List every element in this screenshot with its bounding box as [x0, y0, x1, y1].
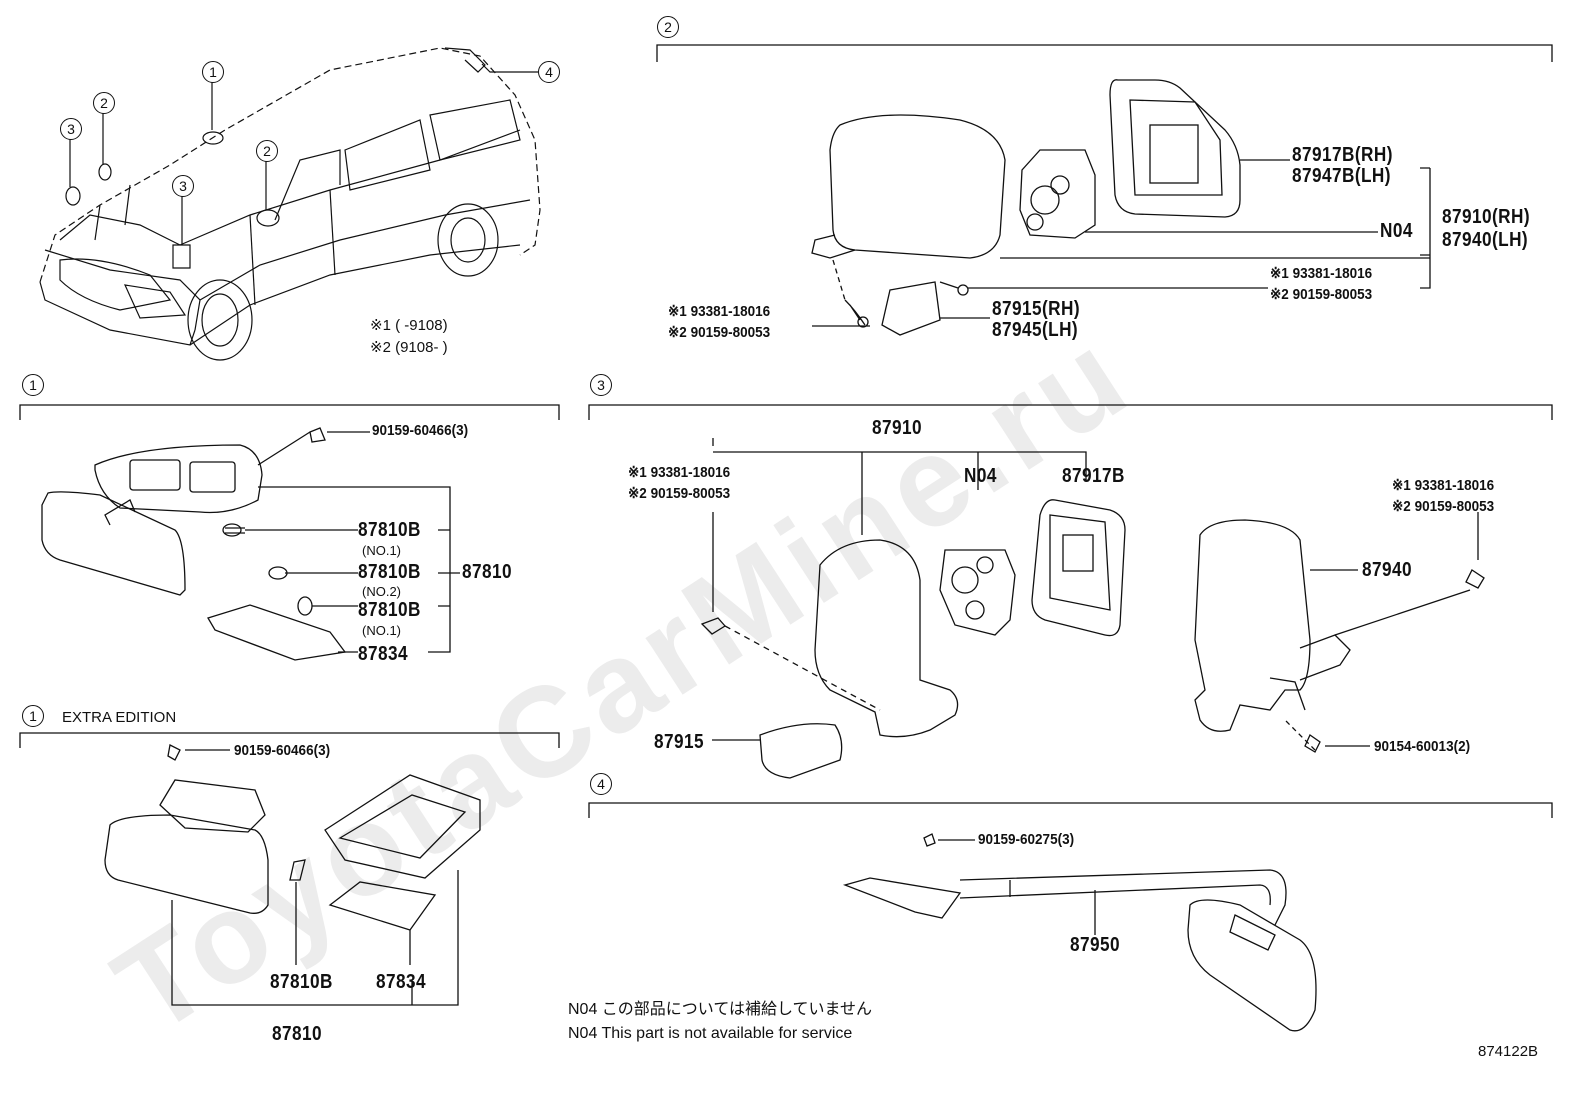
- part-87917b-rh: 87917B(RH): [1292, 144, 1393, 166]
- mirror-assy-87940: 87940: [1362, 559, 1412, 581]
- lens-part-87834: 87834: [358, 643, 408, 665]
- screw-part-2: ※2 90159-80053: [628, 485, 731, 502]
- glass-part-87917b: 87917B: [1062, 465, 1125, 487]
- part-87947b-lh: 87947B(LH): [1292, 165, 1391, 187]
- model-period-note-2: ※2 (9108- ): [370, 339, 448, 356]
- bulb-part-87810b: 87810B: [270, 971, 333, 993]
- callout-3: 3: [172, 175, 194, 197]
- screw-part-2: ※2 90159-80053: [668, 324, 771, 341]
- section-2-number: 2: [657, 16, 679, 38]
- footnote-japanese: N04 この部品については補給していません: [568, 1001, 873, 1018]
- callout-4: 4: [538, 61, 560, 83]
- section-1-extra-number: 1: [22, 705, 44, 727]
- lamp-assy-87810: 87810: [462, 561, 512, 583]
- screw-part-1: ※1 93381-18016: [1392, 477, 1495, 494]
- screw-part: 90159-60466(3): [372, 422, 469, 439]
- callout-1: 1: [202, 61, 224, 83]
- section-brackets: [19, 44, 1553, 818]
- inner-mirror-87950: 87950: [1070, 934, 1120, 956]
- part-87915-rh: 87915(RH): [992, 298, 1081, 320]
- screw-part-2: ※2 90159-80053: [1270, 286, 1373, 303]
- section-3-number: 3: [590, 374, 612, 396]
- section-1-number: 1: [22, 374, 44, 396]
- section3-drawing: [700, 438, 1485, 779]
- section2-drawing: [811, 79, 1431, 336]
- model-period-note-1: ※1 ( -9108): [370, 317, 448, 334]
- bolt-part: 90154-60013(2): [1374, 738, 1471, 755]
- cover-part-87915: 87915: [654, 731, 704, 753]
- figure-id: 874122B: [1478, 1043, 1539, 1060]
- vehicle-illustration: [39, 47, 541, 361]
- part-87945-lh: 87945(LH): [992, 319, 1079, 341]
- part-n04: N04: [1380, 220, 1413, 242]
- section1-drawing: [41, 427, 460, 661]
- screw-part: 90159-60466(3): [234, 742, 331, 759]
- bulb-part-87810b: 87810B: [358, 519, 421, 541]
- screw-part: 90159-60275(3): [978, 831, 1075, 848]
- screw-part-1: ※1 93381-18016: [1270, 265, 1373, 282]
- section-4-number: 4: [590, 773, 612, 795]
- section1e-drawing: [104, 744, 481, 1006]
- section4-drawing: [842, 833, 1317, 1032]
- callout-3: 3: [60, 118, 82, 140]
- extra-edition-title: EXTRA EDITION: [62, 709, 177, 726]
- bulb-part-87810b: 87810B: [358, 561, 421, 583]
- lens-part-87834: 87834: [376, 971, 426, 993]
- mirror-assy-87910: 87910: [872, 417, 922, 439]
- bulb-position-label: (NO.1): [362, 543, 401, 558]
- bulb-position-label: (NO.1): [362, 623, 401, 638]
- callout-2: 2: [256, 140, 278, 162]
- callout-2: 2: [93, 92, 115, 114]
- part-n04: N04: [964, 465, 997, 487]
- lamp-assy-87810: 87810: [272, 1023, 322, 1045]
- part-87940-lh: 87940(LH): [1442, 229, 1529, 251]
- bulb-part-87810b: 87810B: [358, 599, 421, 621]
- footnote-english: N04 This part is not available for servi…: [568, 1025, 853, 1042]
- screw-part-2: ※2 90159-80053: [1392, 498, 1495, 515]
- screw-part-1: ※1 93381-18016: [628, 464, 731, 481]
- bulb-position-label: (NO.2): [362, 584, 401, 599]
- screw-part-1: ※1 93381-18016: [668, 303, 771, 320]
- part-87910-rh: 87910(RH): [1442, 206, 1531, 228]
